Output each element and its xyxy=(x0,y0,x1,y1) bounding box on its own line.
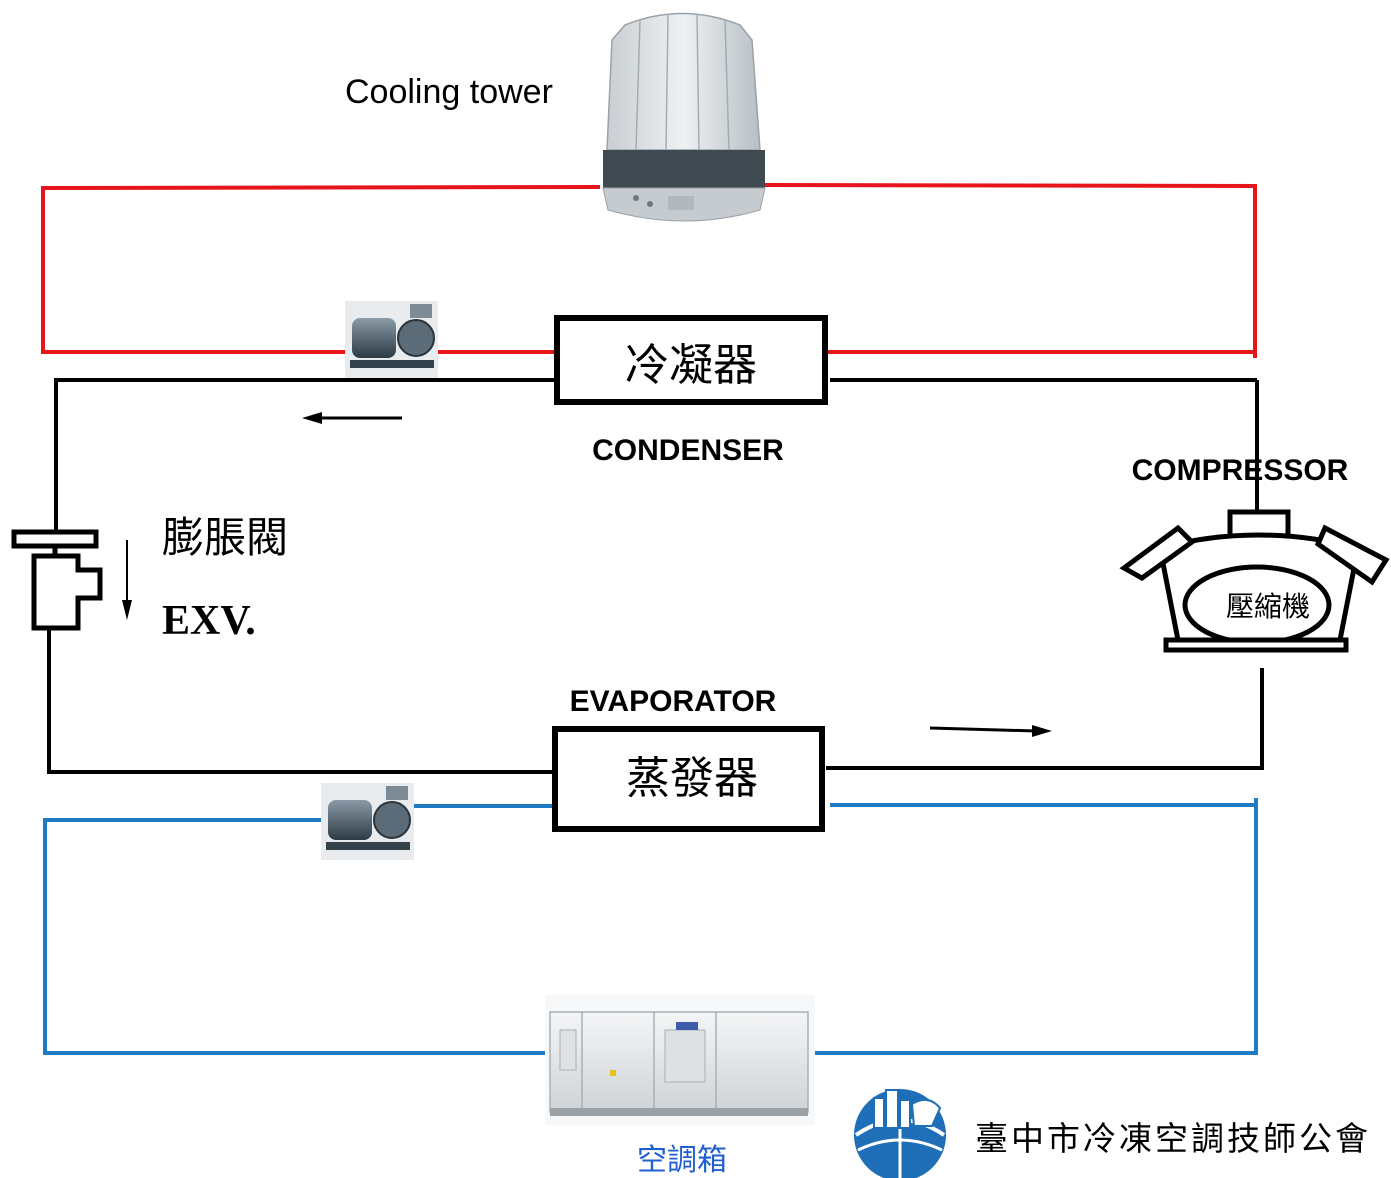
condenser-label: CONDENSER xyxy=(592,434,784,467)
exv-zh-label: 膨脹閥 xyxy=(162,513,288,562)
condenser-water-loop xyxy=(41,183,1257,358)
compressor-icon xyxy=(1119,509,1390,653)
compressor-label: COMPRESSOR xyxy=(1132,454,1349,487)
flow-arrow-icon xyxy=(122,540,132,620)
condenser-box-label: 冷凝器 xyxy=(625,340,757,391)
association-logo-icon xyxy=(854,1089,946,1178)
evaporator-label: EVAPORATOR xyxy=(570,685,777,718)
association-name: 臺中市冷凍空調技師公會 xyxy=(975,1119,1371,1158)
evaporator-box xyxy=(552,726,825,832)
exv-en-label: EXV. xyxy=(162,598,256,644)
refrigerant-loop xyxy=(47,378,1264,774)
flow-arrow-icon xyxy=(929,725,1052,737)
water-pump-icon xyxy=(321,783,414,860)
compressor-body-label: 壓縮機 xyxy=(1226,590,1310,623)
cooling-tower-label: Cooling tower xyxy=(345,73,553,111)
water-pump-icon xyxy=(345,301,438,378)
flow-arrow-icon xyxy=(302,412,402,424)
condenser-box xyxy=(554,315,828,405)
chilled-water-loop xyxy=(43,798,1258,1055)
expansion-valve-icon xyxy=(11,529,103,631)
air-handler-label: 空調箱 xyxy=(637,1143,727,1178)
air-handling-unit-icon xyxy=(545,995,815,1125)
evaporator-box-label: 蒸發器 xyxy=(626,753,758,804)
cooling-tower-icon xyxy=(602,12,766,222)
